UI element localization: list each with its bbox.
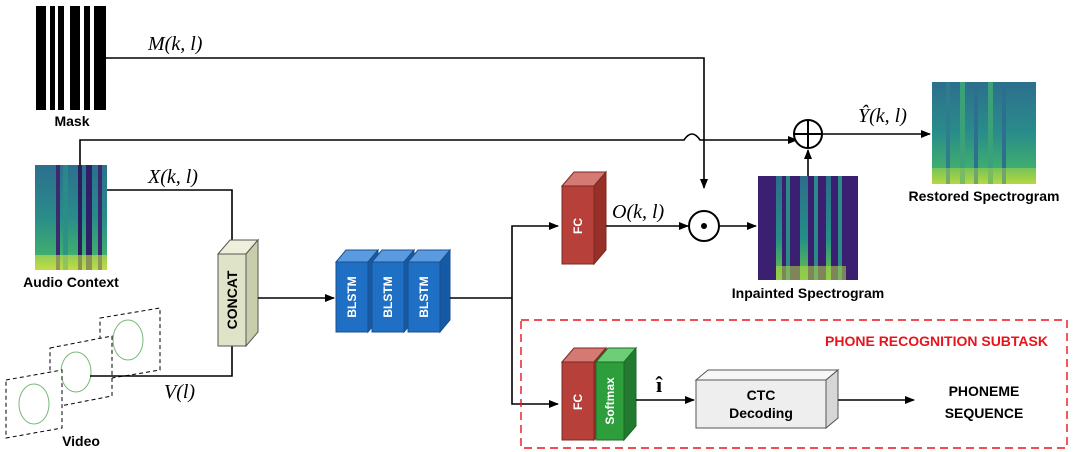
multiply-icon <box>688 210 720 242</box>
to-fc2-wire <box>511 298 559 408</box>
svg-text:FC: FC <box>571 218 585 234</box>
svg-text:BLSTM: BLSTM <box>345 276 359 317</box>
mask-signal-label: M(k, l) <box>147 33 203 55</box>
fc-output-label: O(k, l) <box>612 201 665 223</box>
phone-estimate-label: î <box>655 372 663 397</box>
mask-image <box>36 6 106 110</box>
add-icon <box>793 119 823 149</box>
mask-label: Mask <box>54 113 89 129</box>
audio-context-spectrogram <box>35 165 107 270</box>
subtask-border <box>520 319 1068 449</box>
restored-signal-label: Ŷ(k, l) <box>858 104 907 127</box>
video-signal-label: V(l) <box>164 381 195 403</box>
audio-context-label: Audio Context <box>23 274 119 290</box>
subtask-label: PHONE RECOGNITION SUBTASK <box>825 333 1048 349</box>
blstm-block: BLSTM <box>406 248 452 334</box>
svg-text:Softmax: Softmax <box>603 377 617 425</box>
svg-text:BLSTM: BLSTM <box>381 276 395 317</box>
audio-signal-wire <box>107 189 233 240</box>
svg-text:BLSTM: BLSTM <box>417 276 431 317</box>
ctc-decoding-block: CTC Decoding <box>694 368 840 430</box>
phoneme-line2: SEQUENCE <box>945 405 1024 421</box>
face-icon <box>18 383 50 425</box>
mask-signal-wire <box>106 57 708 189</box>
svg-text:FC: FC <box>571 394 585 410</box>
inpainted-spectrogram <box>758 176 858 280</box>
blstm-stack: BLSTM BLSTM BLSTM <box>334 248 452 334</box>
audio-signal-label: X(k, l) <box>147 166 198 188</box>
video-label: Video <box>62 433 100 449</box>
svg-text:Decoding: Decoding <box>729 405 793 421</box>
phoneme-line1: PHONEME <box>949 383 1020 399</box>
video-frames <box>5 307 161 439</box>
concat-label: CONCAT <box>224 270 240 329</box>
svg-text:CTC: CTC <box>747 387 776 403</box>
fc-block: FC <box>560 170 608 266</box>
concat-block: CONCAT <box>216 238 260 348</box>
audio-skip-wire <box>79 133 798 165</box>
softmax-block: Softmax <box>594 346 638 442</box>
to-fc-wire <box>511 222 559 298</box>
video-signal-wire <box>90 346 233 377</box>
restored-label: Restored Spectrogram <box>909 188 1060 204</box>
restored-spectrogram <box>932 82 1036 184</box>
inpainted-label: Inpainted Spectrogram <box>732 285 884 301</box>
face-icon <box>112 319 144 361</box>
